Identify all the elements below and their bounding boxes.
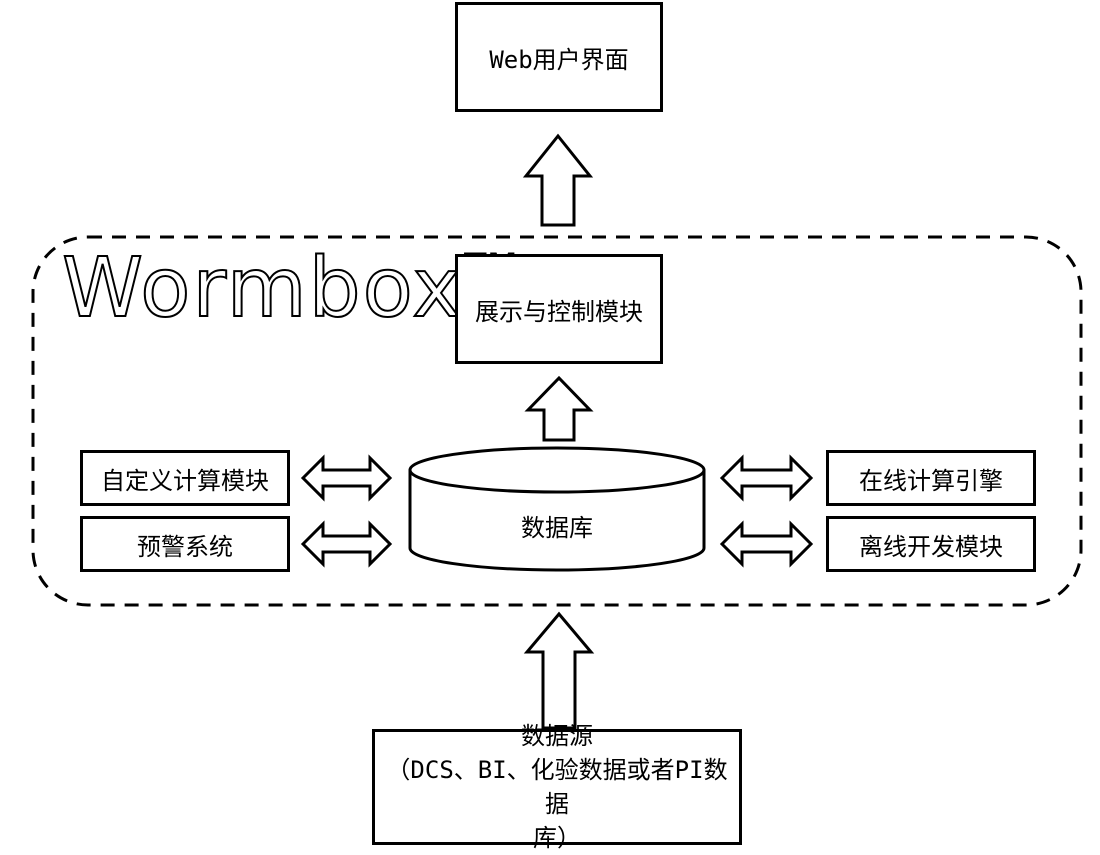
offline-dev-box: 离线开发模块 [826,516,1036,572]
display-control-box: 展示与控制模块 [455,254,663,364]
up-arrow-icon [523,611,595,730]
data-source-box: 数据源 （DCS、BI、化验数据或者PI数据 库） [372,722,742,852]
database-label: 数据库 [521,514,593,542]
web-ui-label: Web用户界面 [489,45,629,74]
display-control-label: 展示与控制模块 [475,297,643,326]
double-arrow-icon [719,454,814,502]
double-arrow-icon [300,520,393,568]
online-calc-box: 在线计算引擎 [826,450,1036,506]
wormbox-logo: WormboxTM [61,241,518,336]
data-source-detail-end: 库） [533,824,581,852]
custom-calc-label: 自定义计算模块 [101,466,269,495]
data-source-detail: （DCS、BI、化验数据或者PI数据 [386,756,728,818]
custom-calc-box: 自定义计算模块 [80,450,290,506]
data-source-title: 数据源 [521,722,593,750]
double-arrow-icon [300,454,393,502]
warning-system-box: 预警系统 [80,516,290,572]
warning-system-label: 预警系统 [137,532,233,561]
online-calc-label: 在线计算引擎 [859,466,1003,495]
offline-dev-label: 离线开发模块 [859,532,1003,561]
database-cylinder-icon [408,446,706,572]
up-arrow-icon [524,375,594,442]
wormbox-boundary [31,235,1083,607]
web-ui-box: Web用户界面 [455,2,663,112]
double-arrow-icon [719,520,814,568]
up-arrow-icon [522,133,594,227]
